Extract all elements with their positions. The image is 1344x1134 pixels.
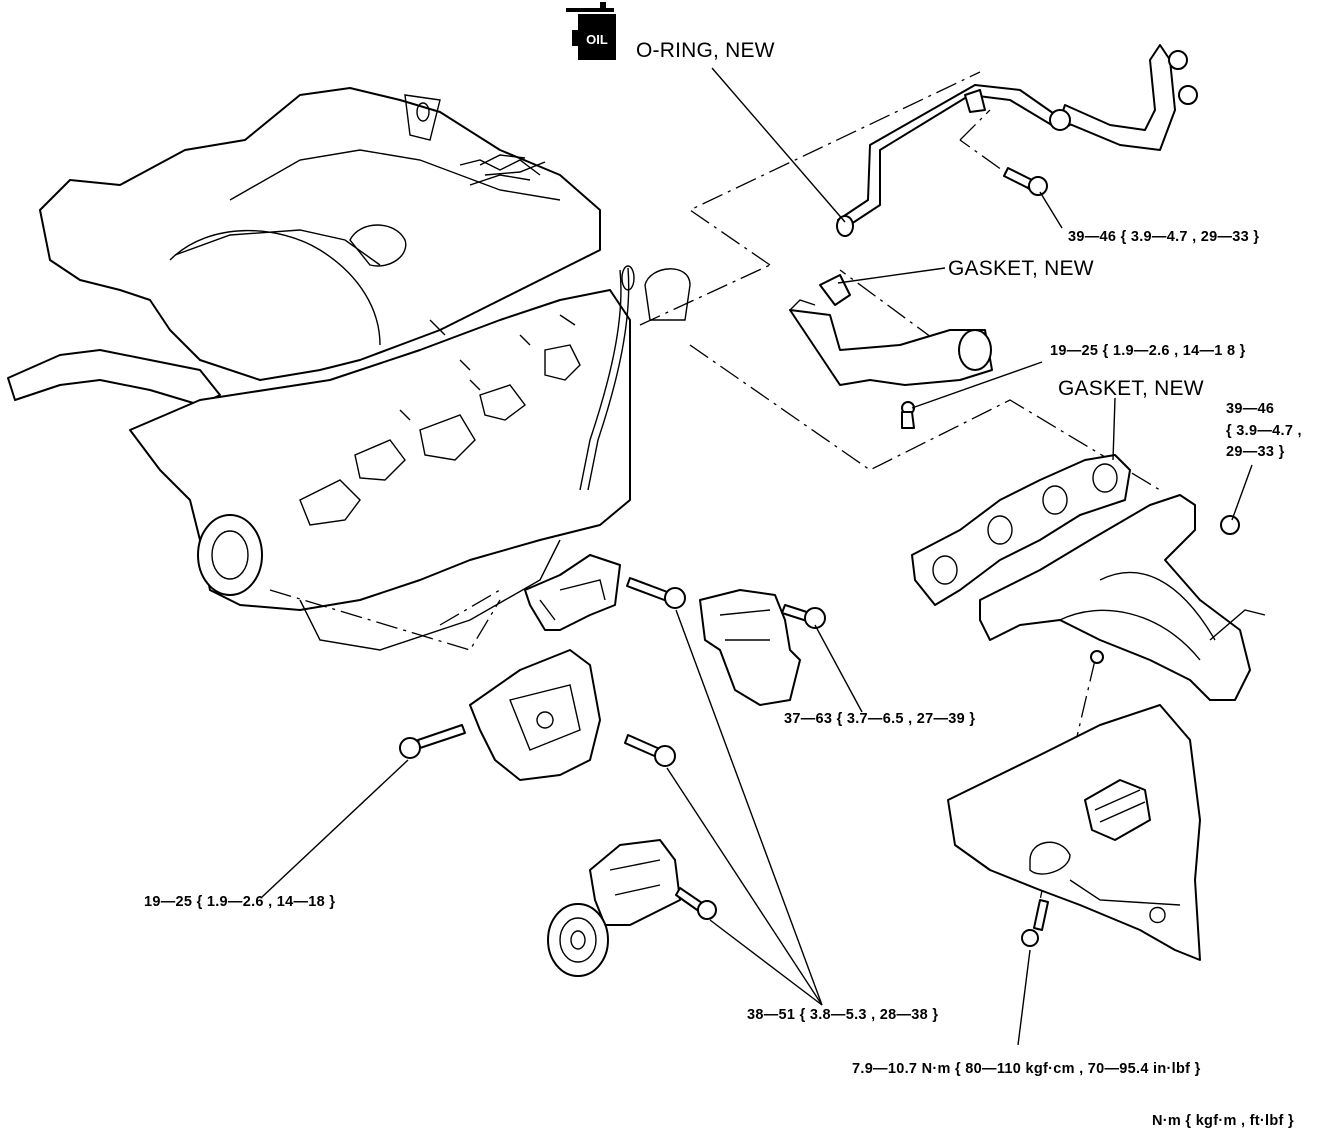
callout-gasket-new-pipe: GASKET, NEW	[948, 257, 1094, 280]
callout-gasket-new-manifold: GASKET, NEW	[1058, 377, 1204, 400]
units-note: N·m { kgf·m , ft·lbf }	[1152, 1113, 1294, 1129]
oil-can-badge: OIL	[586, 32, 608, 47]
bracket-bolt-2	[781, 604, 826, 629]
bracket-main	[469, 649, 601, 781]
torque-pipe-flange: 19—25 { 1.9—2.6 , 14—1 8 }	[1050, 343, 1246, 359]
tensioner-bracket	[589, 839, 681, 926]
engine-block	[7, 87, 691, 651]
water-outlet-pipe	[789, 274, 993, 429]
callout-oring-new: O-RING, NEW	[636, 39, 775, 62]
tensioner-bolt	[675, 887, 717, 920]
leader-lines	[261, 67, 1253, 1046]
exhaust-manifold-gasket	[911, 454, 1131, 606]
torque-nut-line2: { 3.9—4.7 ,	[1226, 423, 1302, 439]
torque-bracket-left: 19—25 { 1.9—2.6 , 14—18 }	[144, 894, 336, 910]
torque-insulator: 7.9—10.7 N·m { 80—110 kgf·cm , 70—95.4 i…	[852, 1061, 1201, 1077]
insulator-bolt	[1021, 899, 1049, 947]
bracket-main-bolt-left	[399, 724, 466, 759]
oil-can-icon	[566, 2, 616, 60]
exhaust-manifold	[979, 494, 1266, 701]
torque-pipe-bolt: 39—46 { 3.9—4.7 , 29—33 }	[1068, 229, 1260, 245]
pipe-bolt	[1003, 167, 1048, 196]
torque-bracket-center: 38—51 { 3.8—5.3 , 28—38 }	[747, 1007, 939, 1023]
torque-nut-line3: 29—33 }	[1226, 444, 1285, 460]
bracket-upper-left	[524, 554, 621, 631]
heat-insulator	[947, 704, 1201, 961]
bracket-main-bolt-right	[624, 734, 676, 767]
water-pipe	[836, 44, 1198, 237]
torque-nut-line1: 39—46	[1226, 401, 1275, 417]
bracket-upper-right	[699, 589, 801, 706]
idler-pulley	[547, 903, 609, 977]
torque-bracket-right: 37—63 { 3.7—6.5 , 27—39 }	[784, 711, 976, 727]
bracket-bolt-1	[626, 577, 686, 609]
